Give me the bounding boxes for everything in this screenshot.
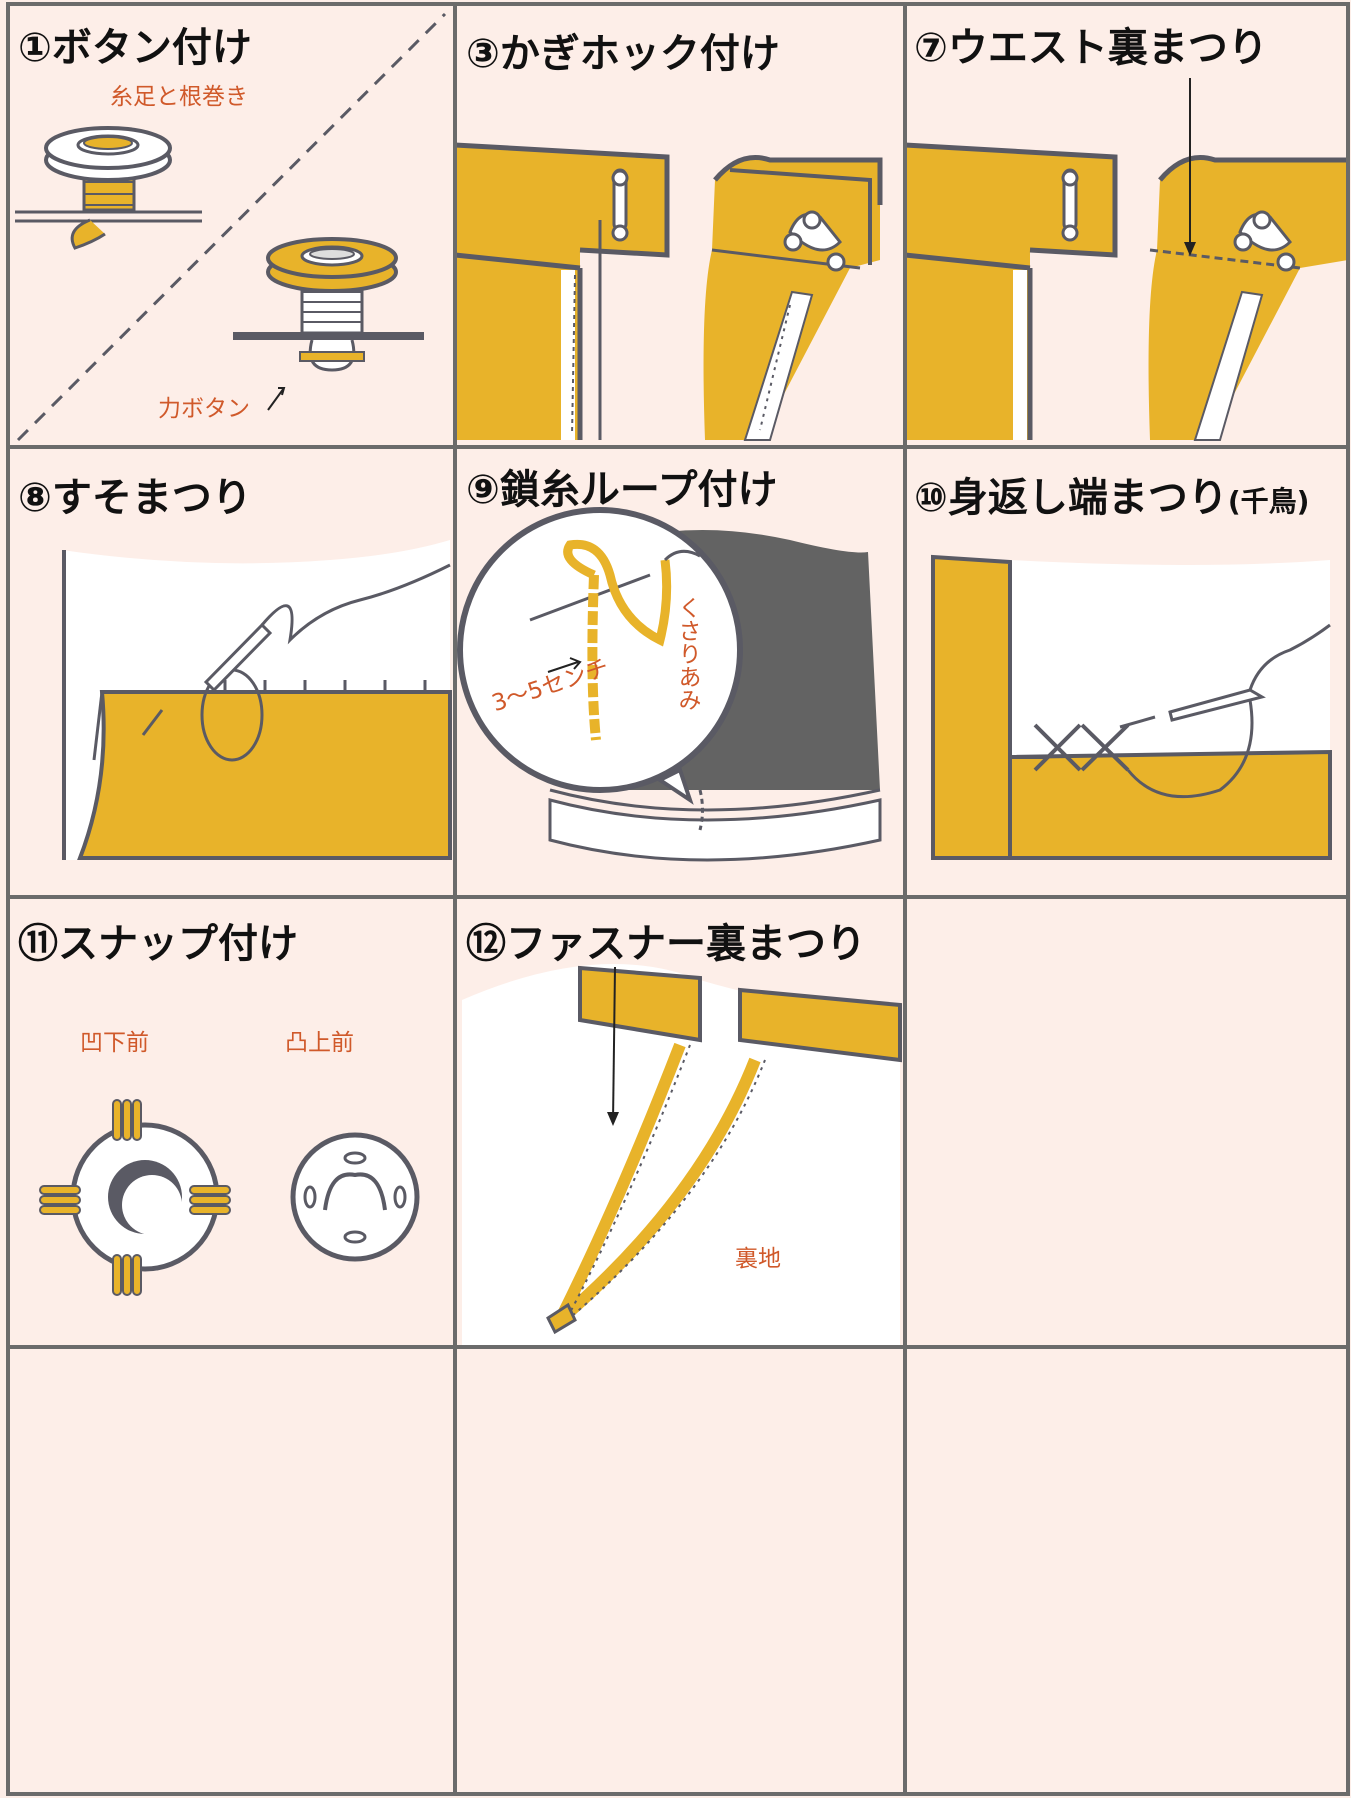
panel-1-button-illustration [15,12,447,442]
panel-10-facing-illustration [931,554,1332,860]
title-waist-blindstitch: ⑦ウエスト裏まつり [914,25,1268,71]
title-zipper: ⑫ファスナー裏まつり [466,921,866,967]
title-facing-catchstitch: ⑩身返し端まつり(千鳥) [914,478,1309,518]
title-chain-loop: ⑨鎖糸ループ付け [466,467,778,513]
note-reinforcement-button: 力ボタン [158,396,250,422]
title-facing-suffix: (千鳥) [1227,485,1310,518]
grid-lines [6,2,1350,1796]
title-hem-blindstitch: ⑧すそまつり [18,475,252,521]
note-chain-stitch: くさりあみ [674,596,700,711]
title-facing-main: ⑩身返し端まつり [914,475,1228,521]
panel-7-waist-illustration [904,78,1348,441]
note-lining: 裏地 [735,1246,781,1272]
note-snap-concave: 凹下前 [80,1030,149,1056]
title-snap: ⑪スナップ付け [18,921,298,967]
panel-8-hem-illustration [62,540,452,860]
title-button-sewing: ①ボタン付け [18,25,252,71]
title-hook-eye: ③かぎホック付け [466,31,780,77]
panel-12-zipper-illustration [462,964,902,1345]
panel-11-snap-illustration [39,1099,420,1296]
note-thread-shank: 糸足と根巻き [110,84,248,110]
note-snap-convex: 凸上前 [285,1030,354,1056]
panel-9-chain-loop-illustration [457,507,882,862]
panel-3-hook-illustration [454,142,883,441]
